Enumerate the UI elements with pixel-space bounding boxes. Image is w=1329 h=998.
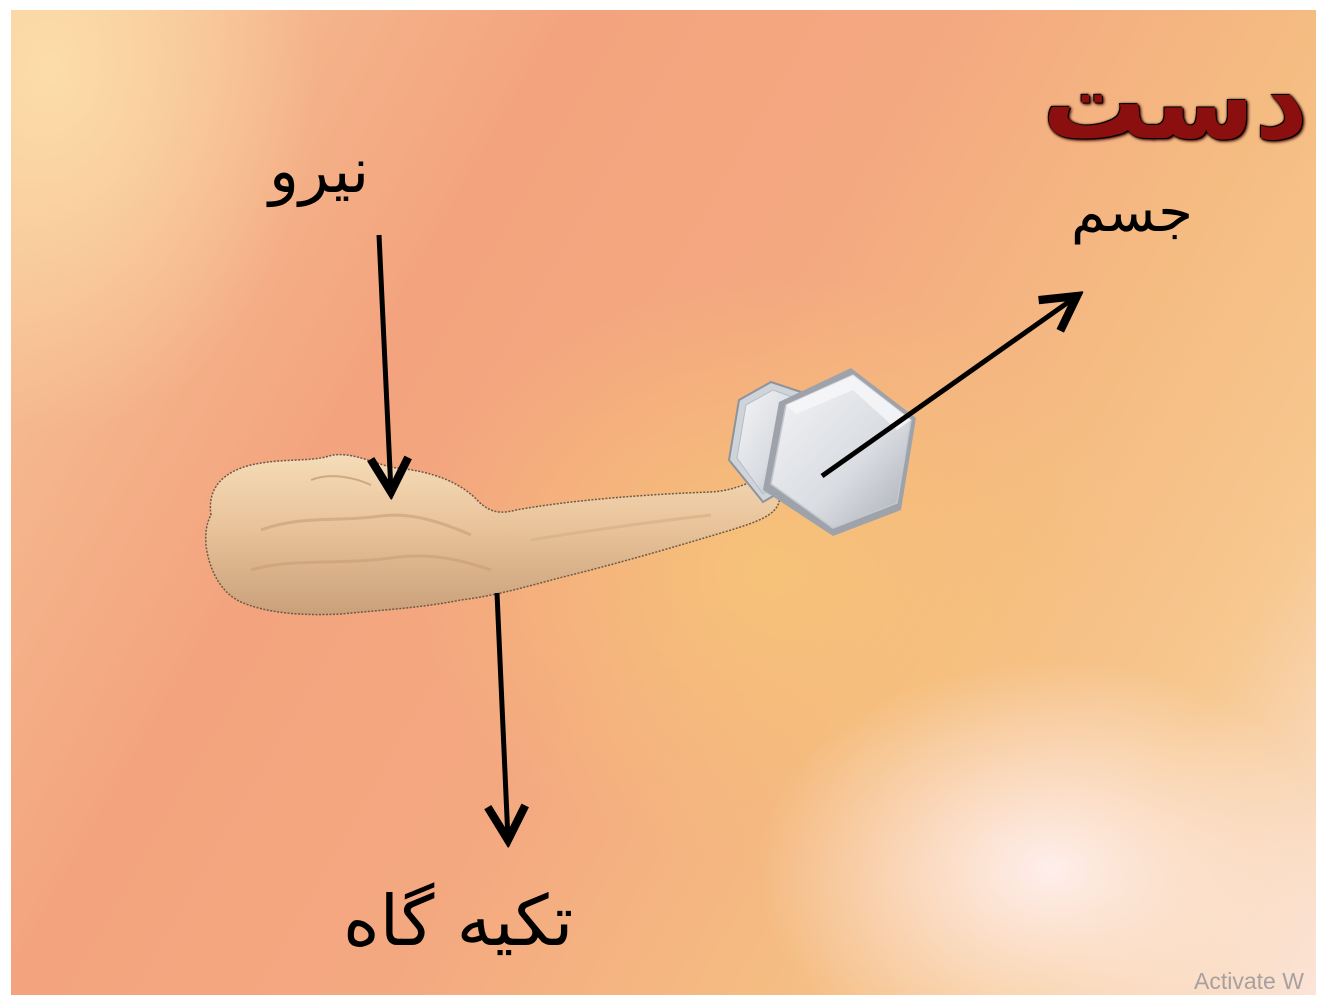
- load-label: جسم: [1071, 185, 1193, 241]
- force-label: نیرو: [269, 140, 369, 202]
- fulcrum-arrow: [497, 593, 508, 840]
- arm-illustration: [206, 455, 780, 615]
- force-arrow: [379, 235, 391, 492]
- fulcrum-label: تکیه گاه: [343, 886, 573, 956]
- activation-watermark: Activate W: [1194, 968, 1304, 995]
- slide: دست نیرو جسم تکیه گاه Activate W: [11, 10, 1316, 995]
- slide-title: دست: [1042, 50, 1308, 154]
